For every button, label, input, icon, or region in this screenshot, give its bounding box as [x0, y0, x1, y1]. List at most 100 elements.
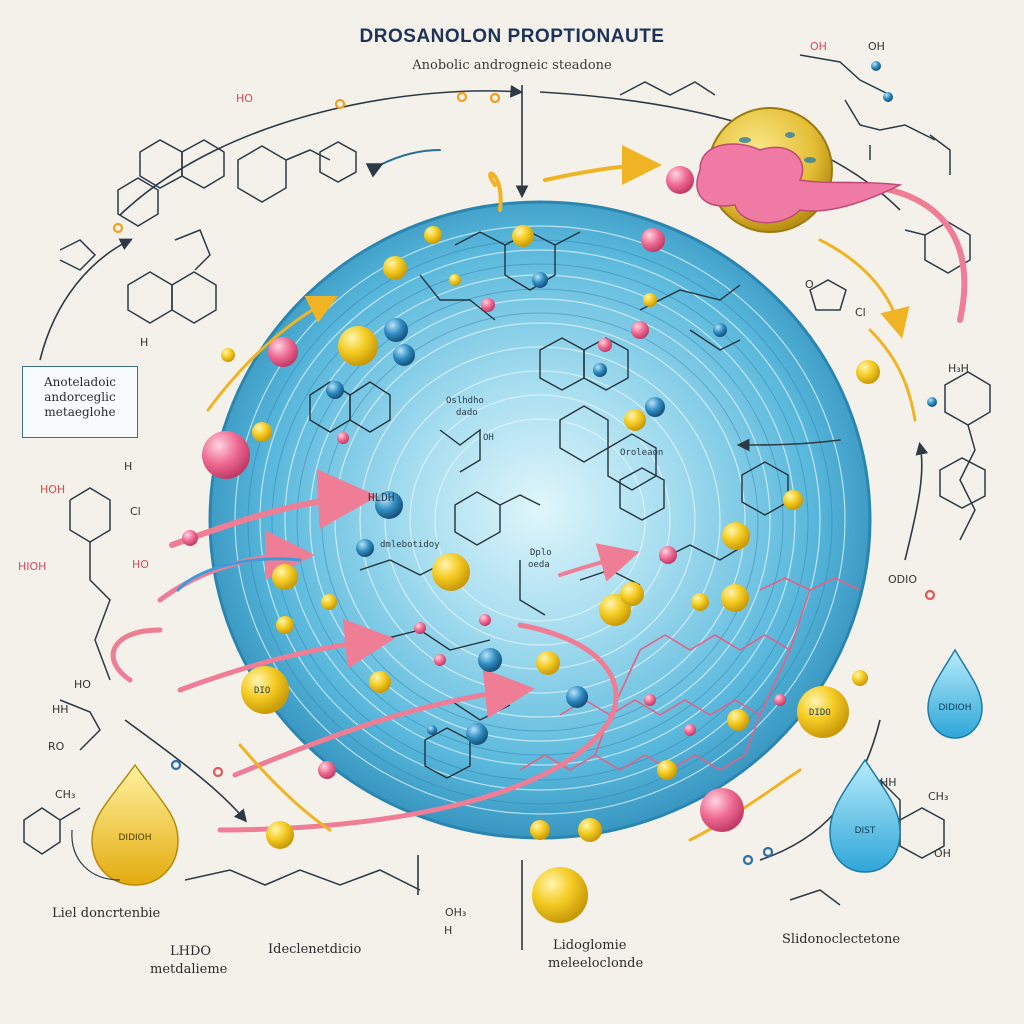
yellow-ball — [657, 760, 677, 780]
blue-small-drop-label: DIDIOH — [938, 703, 972, 713]
pink-arrow-6 — [110, 627, 163, 683]
pink-arrow-5 — [217, 622, 619, 833]
label-center-left: Ideclenetdicio — [268, 942, 362, 957]
yellow-ball — [620, 582, 644, 606]
chem-cl-left: Cl — [130, 505, 141, 518]
blue-ball — [593, 363, 607, 377]
blue-small-drop — [927, 648, 983, 739]
yellow-ball — [578, 818, 602, 842]
yellow-ball — [266, 821, 294, 849]
blue-ball — [645, 397, 665, 417]
yellow-ball — [532, 867, 588, 923]
chem-h-bottom: H — [444, 924, 453, 937]
pink-ball — [700, 788, 744, 832]
blue-ball — [532, 272, 548, 288]
yellow-ball — [449, 274, 461, 286]
chem-ho-top: HO — [236, 92, 253, 105]
inner-label-d: HLDH — [368, 491, 395, 504]
yellow-ball — [721, 584, 749, 612]
pink-ball — [268, 337, 298, 367]
pink-ball — [684, 724, 696, 736]
yellow-ball — [856, 360, 880, 384]
yellow-ball — [783, 490, 803, 510]
orange-arrow-5 — [868, 328, 917, 422]
chem-cl-right: Cl — [855, 306, 866, 319]
side-box-line-1: Anoteladoic — [44, 375, 116, 389]
pink-arrow-7 — [558, 543, 640, 582]
pink-ball — [774, 694, 786, 706]
molecule-balls — [182, 61, 937, 923]
inner-molecules — [309, 231, 789, 779]
chem-oh-tr-1: OH — [810, 40, 827, 53]
chem-ho-left-mid: HO — [132, 558, 149, 571]
outer-molecules — [23, 54, 991, 906]
inner-label-b: dado — [456, 408, 478, 418]
inner-label-c: OH — [483, 433, 494, 443]
yellow-ball — [624, 409, 646, 431]
blue-large-drop — [829, 758, 901, 873]
chem-h-left-2: H — [124, 460, 133, 473]
pink-ball — [479, 614, 491, 626]
pink-ball — [659, 546, 677, 564]
yellow-drop-label: DIDIOH — [118, 833, 152, 843]
teal-arrow-1 — [365, 149, 441, 178]
chem-hh-left: HH — [52, 703, 69, 716]
yellow-ball — [722, 522, 750, 550]
yellow-ball — [221, 348, 235, 362]
yellow-ball — [797, 686, 849, 738]
pink-ball — [644, 694, 656, 706]
black-arrow-1 — [736, 438, 841, 452]
pink-ball — [318, 761, 336, 779]
blue-ball — [871, 61, 881, 71]
yellow-drop — [71, 763, 179, 886]
chem-odio-right: ODIO — [888, 573, 918, 586]
page-title: DROSANOLON PROPTIONAUTE — [359, 26, 665, 47]
blue-ball — [713, 323, 727, 337]
side-box-line-2: andorceglic — [44, 390, 116, 404]
yellow-ball — [252, 422, 272, 442]
chem-hh-right: H₃H — [948, 362, 969, 375]
yellow-ball — [536, 651, 560, 675]
pink-ball — [414, 622, 426, 634]
label-ldo-2: metdalieme — [150, 962, 228, 977]
chem-oh-tr-2: OH — [868, 40, 885, 53]
blue-ball — [384, 318, 408, 342]
yellow-ball — [691, 593, 709, 611]
membrane-disc — [208, 200, 872, 840]
chem-ch-right: CH₃ — [928, 790, 949, 803]
label-right: Slidonoclectetone — [782, 932, 901, 947]
label-center-1: Lidoglomie — [553, 938, 627, 953]
chem-hoh-left: HOH — [40, 483, 66, 496]
yellow-ball — [727, 709, 749, 731]
orange-arrow-4 — [818, 238, 910, 339]
yellow-ball — [321, 594, 337, 610]
blue-ball — [478, 648, 502, 672]
yellow-ball — [338, 326, 378, 366]
blue-ball — [393, 344, 415, 366]
pink-ball — [434, 654, 446, 666]
orange-arrow-1 — [206, 295, 339, 412]
pink-ball — [337, 432, 349, 444]
inner-label-h: Oroleaon — [620, 448, 664, 458]
yellow-ball — [241, 666, 289, 714]
blue-ball — [375, 491, 403, 519]
label-ldo-1: LHDO — [170, 944, 212, 959]
yellow-ball — [852, 670, 868, 686]
chem-ro-left: RO — [48, 740, 65, 753]
cell-receptor — [666, 107, 903, 233]
yellow-ball — [424, 226, 442, 244]
blue-ball — [326, 381, 344, 399]
orange-arrow-3 — [543, 145, 662, 186]
yellow-ball — [272, 564, 298, 590]
yellow-ball — [599, 594, 631, 626]
chem-h-left-1: H — [140, 336, 149, 349]
chem-ch-left: CH₃ — [55, 788, 76, 801]
label-left-drop: Liel doncrtenbie — [52, 906, 161, 921]
pink-ball — [641, 228, 665, 252]
chem-ho-left-low: HO — [74, 678, 91, 691]
orange-arrow-7 — [688, 768, 802, 842]
pink-ball — [598, 338, 612, 352]
yellow-ball — [643, 293, 657, 307]
blue-ball — [466, 723, 488, 745]
